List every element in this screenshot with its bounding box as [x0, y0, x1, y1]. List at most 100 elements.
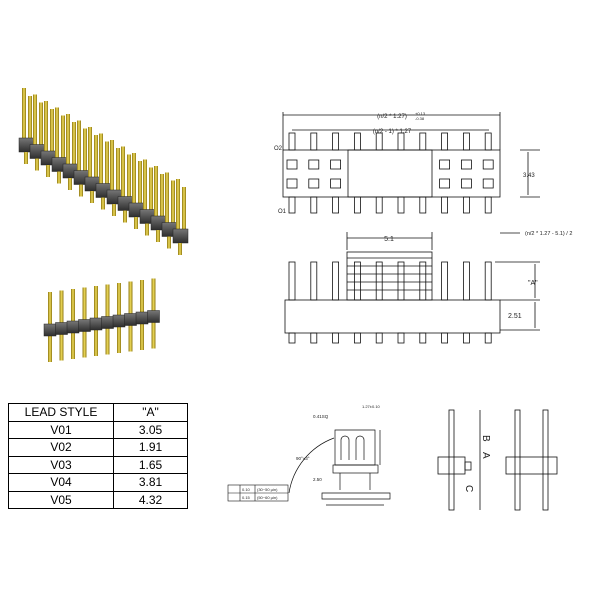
cell-style: V05: [8, 490, 114, 509]
side-label-c: C: [463, 485, 474, 492]
cell-a: 1.91: [113, 438, 188, 457]
pin-square: [308, 178, 320, 189]
plating-2: 0.15: [242, 495, 251, 500]
pin-tail: [68, 178, 72, 190]
pin-square: [439, 178, 451, 189]
plating-legend: [227, 484, 289, 502]
pin: [55, 107, 59, 163]
spacer-dim-label: 5.1: [384, 236, 394, 243]
front-view-drawing: [284, 232, 540, 344]
pin: [182, 187, 186, 242]
pin-top: [332, 132, 340, 151]
pin-tail: [46, 165, 50, 177]
pin: [77, 120, 81, 176]
pin: [88, 127, 92, 182]
pin-lower: [375, 332, 383, 344]
pin-tail: [156, 230, 160, 242]
housing-segment: [112, 314, 126, 328]
pin: [116, 148, 120, 203]
pin-tail: [112, 204, 116, 216]
pin-bottom: [310, 196, 318, 214]
row-label-o2: O2: [274, 146, 283, 152]
row-label-o1: O1: [278, 209, 287, 215]
body-dim-label: 2.51: [508, 313, 522, 320]
pin-tail: [24, 152, 28, 164]
housing-segment: [101, 316, 114, 329]
height-dim-label: 3.43: [523, 173, 535, 179]
pin-square: [460, 178, 472, 189]
pin-square: [330, 159, 342, 170]
pin: [83, 128, 87, 184]
cell-a: 3.05: [113, 420, 188, 439]
pin: [110, 140, 114, 195]
housing-segment: [55, 322, 68, 335]
cell-style: V02: [8, 438, 114, 457]
pin: [22, 88, 26, 143]
pin-top: [397, 132, 405, 151]
lead-dim-label: "A": [528, 280, 538, 287]
pin-upper: [484, 261, 492, 301]
plating-2-spec: (50~60 µin): [257, 495, 278, 500]
pin-tail: [178, 243, 182, 255]
pin: [28, 96, 32, 151]
pin-bottom: [397, 196, 405, 214]
plating-1: 0.10: [242, 487, 251, 492]
pin-bottom: [332, 196, 340, 214]
pin-tail: [101, 197, 105, 210]
side-view-drawing: [437, 409, 558, 511]
pin-top: [441, 132, 449, 151]
pin-bottom: [375, 196, 383, 214]
housing-segment: [78, 319, 91, 332]
pin-lower: [332, 332, 340, 344]
side-label-b: B: [480, 435, 491, 442]
housing-segment: [135, 311, 149, 325]
pin-square: [482, 178, 494, 189]
pin-tail: [35, 158, 39, 171]
overall-dim-label: (n/2 * 1.27): [377, 114, 407, 120]
pin: [154, 166, 158, 221]
pin-bottom: [484, 196, 492, 214]
pin: [44, 101, 48, 156]
housing-segment: [66, 320, 80, 334]
cell-style: V01: [8, 420, 114, 439]
pin-square: [460, 159, 472, 170]
pin-top: [310, 132, 318, 151]
housing-segment: [172, 228, 189, 244]
pin-bottom: [419, 196, 427, 214]
pin: [160, 174, 164, 229]
pin-tail: [57, 171, 61, 184]
housing-segment: [147, 310, 160, 323]
cell-a: 1.65: [113, 455, 188, 474]
housing-segment: [43, 323, 57, 337]
pin-lower: [441, 332, 449, 344]
pin: [127, 154, 131, 210]
detail-view-drawing: [288, 429, 391, 506]
pin-square: [308, 159, 320, 170]
pin-upper: [353, 261, 361, 301]
top-view-drawing: [282, 112, 540, 214]
pin-top: [462, 132, 470, 151]
pin: [72, 122, 76, 177]
pin-square: [330, 178, 342, 189]
pin: [143, 159, 147, 215]
housing-segment: [89, 317, 103, 331]
pin-upper: [441, 261, 449, 301]
pin-lower: [310, 332, 318, 344]
cell-style: V03: [8, 455, 114, 474]
pin-top: [375, 132, 383, 151]
detail-height-label: 2.50: [313, 477, 322, 482]
pin-bottom: [288, 196, 296, 214]
housing-segment: [124, 313, 137, 326]
pin-upper: [397, 261, 405, 301]
pin-bottom: [353, 196, 361, 214]
pin-top: [353, 132, 361, 151]
pin: [39, 102, 43, 158]
pin-lower: [419, 332, 427, 344]
overall-tol-minus: -0.38: [415, 116, 425, 121]
pin-tail: [145, 223, 149, 236]
offset-dim-label: (n/2 * 1.27 - 5.1) / 2: [525, 231, 572, 237]
